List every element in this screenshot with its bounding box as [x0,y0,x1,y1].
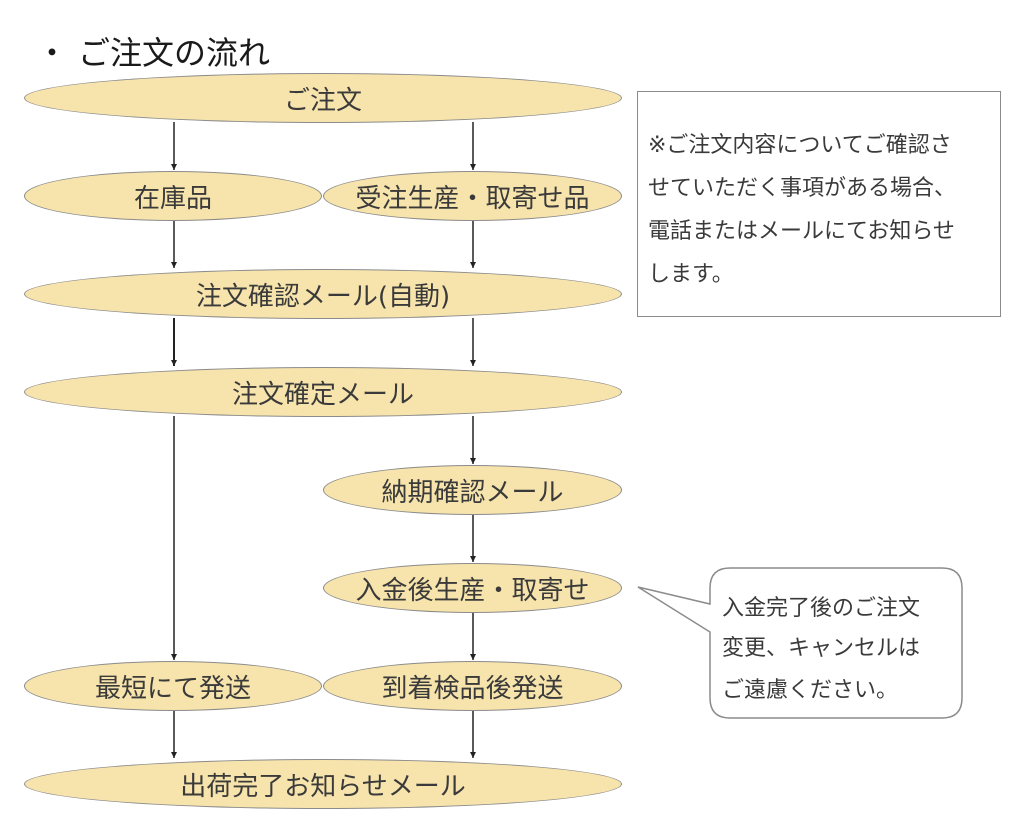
node-order-finalized-label: 注文確定メール [231,379,414,410]
node-order-confirm-auto: 注文確認メール(自動) [24,269,622,319]
title-text: ご注文の流れ [78,34,271,72]
node-ship-after-inspection-label: 到着検品後発送 [381,673,564,704]
note-line-3: 電話またはメールにてお知らせ [648,219,955,244]
callout-line-2: 変更、キャンセルは [722,636,921,661]
node-made-to-order-label: 受注生産・取寄せ品 [355,183,590,214]
callout-bubble [637,567,963,719]
node-ship-after-inspection: 到着検品後発送 [323,661,622,711]
node-in-stock-label: 在庫品 [133,183,212,214]
node-order: ご注文 [24,73,622,123]
node-shipping-notice: 出荷完了お知らせメール [24,759,622,809]
node-order-confirm-auto-label: 注文確認メール(自動) [195,281,451,312]
node-shipping-notice-label: 出荷完了お知らせメール [180,771,466,802]
node-delivery-date-confirm-label: 納期確認メール [381,477,564,508]
title-bullet: ・ [36,34,69,72]
node-production-after-payment-label: 入金後生産・取寄せ [355,575,590,606]
callout-line-3: ご遠慮ください。 [722,678,899,703]
note-line-4: します。 [648,262,734,287]
node-in-stock: 在庫品 [24,171,322,221]
node-ship-fastest-label: 最短にて発送 [94,673,251,704]
node-delivery-date-confirm: 納期確認メール [323,465,622,515]
node-order-finalized: 注文確定メール [24,367,622,417]
note-line-2: せていただく事項がある場合、 [648,176,957,201]
page-title: ・ご注文の流れ [36,28,270,74]
node-ship-fastest: 最短にて発送 [24,661,322,711]
note-line-1: ※ご注文内容についてご確認さ [648,133,952,158]
node-order-label: ご注文 [283,85,362,116]
confirmation-note: ※ご注文内容についてご確認さ せていただく事項がある場合、 電話またはメールにて… [637,91,1001,317]
node-production-after-payment: 入金後生産・取寄せ [323,563,622,613]
node-made-to-order: 受注生産・取寄せ品 [323,171,622,221]
callout-line-1: 入金完了後のご注文 [722,596,921,621]
